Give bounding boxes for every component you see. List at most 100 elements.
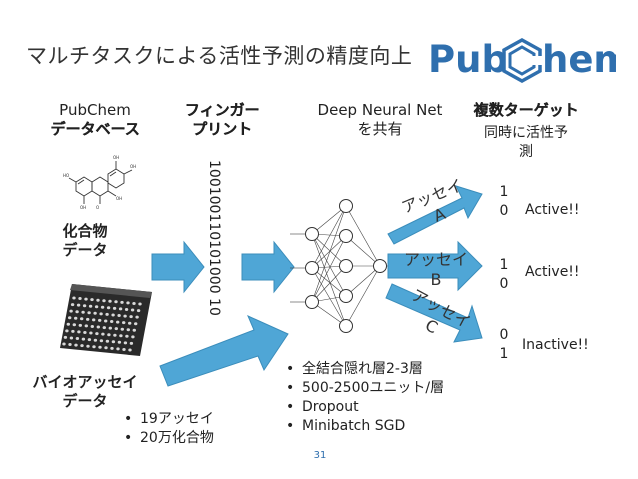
svg-text:OH: OH <box>80 205 86 210</box>
plate-well <box>123 341 128 345</box>
plate-well <box>99 312 103 316</box>
nn-edge <box>311 235 347 269</box>
plate-well <box>118 307 123 311</box>
plate-well <box>117 314 121 317</box>
nn-edge <box>345 235 381 267</box>
plate-well <box>111 340 116 344</box>
targets-subheading-line1: 同時に活性予 <box>484 125 568 141</box>
nn-node <box>305 227 319 241</box>
plate-well <box>90 298 94 302</box>
assay-b-label: アッセイ B <box>398 250 474 290</box>
plate-well <box>75 310 79 314</box>
slide-title: マルチタスクによる活性予測の精度向上 <box>26 44 413 68</box>
plate-well <box>126 301 130 305</box>
assay-c-bit-2: 1 <box>499 346 509 362</box>
database-heading: PubChem データベース <box>30 101 160 139</box>
plate-well <box>120 327 125 331</box>
plate-well <box>72 296 76 300</box>
nn-node <box>339 259 353 273</box>
pubchem-logo: Pub hem <box>428 37 616 84</box>
assay-c-bit-1: 0 <box>499 327 509 343</box>
plate-well <box>81 310 85 314</box>
plate-well <box>96 298 100 302</box>
compound-data-label: 化合物 データ <box>40 222 130 260</box>
plate-well <box>102 299 106 303</box>
plate-well <box>113 333 117 337</box>
plate-well <box>93 338 98 342</box>
svg-text:OH: OH <box>116 196 122 201</box>
nn-node <box>339 199 353 213</box>
output-arrows <box>385 185 483 343</box>
plate-well <box>117 340 122 344</box>
plate-well <box>135 315 139 319</box>
compound-label-line2: データ <box>62 241 108 259</box>
nn-edge <box>311 235 347 303</box>
plate-well <box>108 326 112 330</box>
compound-to-fingerprint-arrow <box>151 240 205 294</box>
assay-a-arrow <box>387 185 483 245</box>
nn-edge <box>311 205 347 269</box>
plate-well <box>94 305 99 309</box>
nn-edge <box>311 267 347 297</box>
fingerprint-bits: 1001001101010​00 10 <box>206 160 222 316</box>
nn-node <box>305 261 319 275</box>
svg-text:OH: OH <box>130 164 136 169</box>
network-bullet: Minibatch SGD <box>282 417 444 436</box>
nn-node <box>339 319 353 333</box>
plate-well <box>116 347 120 351</box>
svg-text:O: O <box>96 205 99 210</box>
plate-well <box>122 321 126 325</box>
assay-c-bits: 0 1 <box>496 326 512 364</box>
assay-b-bit-2: 0 <box>499 276 509 292</box>
assay-a-bits: 1 0 <box>496 183 512 221</box>
plate-well <box>98 345 102 349</box>
plate-well <box>104 346 108 350</box>
plate-well <box>119 334 123 338</box>
network-bullet: 500-2500ユニット/層 <box>282 379 444 398</box>
plate-well <box>114 300 118 304</box>
plate-well <box>63 335 68 339</box>
database-heading-line2: データベース <box>50 120 140 138</box>
plate-well <box>71 329 75 333</box>
plate-well <box>69 309 73 313</box>
plate-well <box>111 313 115 317</box>
plate-well <box>87 311 91 315</box>
plate-well <box>100 305 105 309</box>
plate-well <box>96 325 100 329</box>
plate-well <box>81 337 86 341</box>
plate-well <box>105 312 109 316</box>
plate-well <box>93 311 97 315</box>
nn-edge <box>311 233 347 267</box>
plate-well <box>120 300 124 304</box>
assay-b-line2: B <box>430 270 442 289</box>
assay-b-result: Active!! <box>525 264 580 280</box>
plate-well <box>72 323 76 327</box>
plate-well <box>68 343 72 346</box>
bioassay-label-line1: バイオアッセイ <box>32 373 138 391</box>
plate-well <box>128 321 132 325</box>
nn-edge <box>311 267 347 327</box>
dnn-heading-line1: Deep Neural Net <box>317 101 443 119</box>
assay-b-bits: 1 0 <box>496 256 512 294</box>
plate-well <box>80 344 84 348</box>
plate-well <box>88 304 93 308</box>
nn-edge <box>311 233 347 327</box>
dataset-bullet: 19アッセイ <box>120 410 214 429</box>
nn-edge <box>345 205 381 267</box>
plate-well <box>95 332 99 336</box>
plate-well <box>126 328 130 332</box>
plate-well <box>122 348 126 351</box>
dnn-heading: Deep Neural Net を共有 <box>300 101 460 139</box>
plate-well <box>80 317 84 321</box>
plate-well <box>132 328 136 332</box>
targets-subheading: 同時に活性予 測 <box>466 124 586 162</box>
plate-well <box>74 343 78 347</box>
nn-node <box>339 289 353 303</box>
plate-well <box>132 302 136 305</box>
logo-text-right: hem <box>542 38 616 81</box>
nn-edge <box>311 265 347 303</box>
plate-well <box>110 320 114 323</box>
assay-b-arrow <box>387 240 483 292</box>
plate-well <box>102 326 106 330</box>
assay-c-arrow <box>385 283 483 343</box>
